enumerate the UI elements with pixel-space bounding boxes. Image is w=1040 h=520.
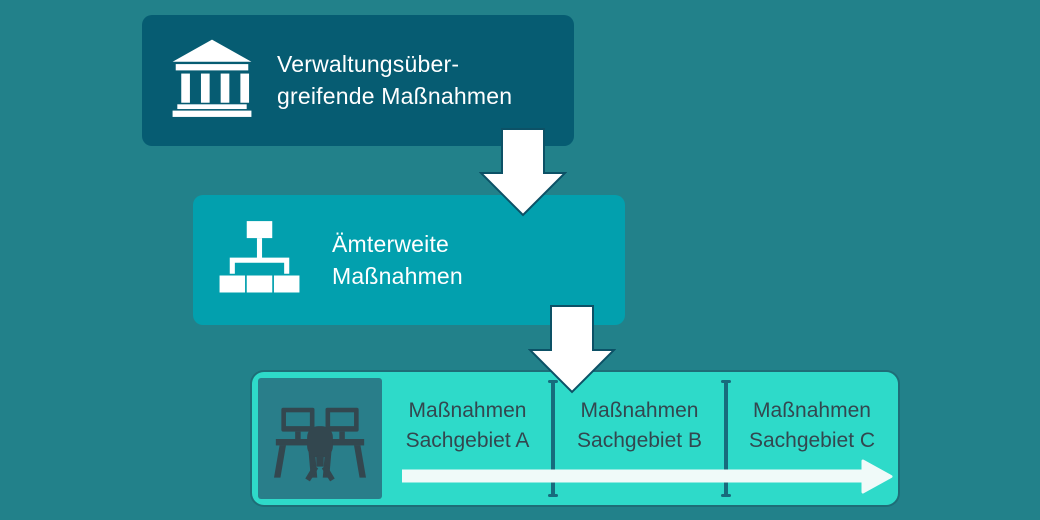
bank-building-icon <box>172 39 252 117</box>
section-cell-b: Maßnahmen Sachgebiet B <box>553 372 726 505</box>
level2-label-line2: Maßnahmen <box>332 263 463 289</box>
org-chart-icon <box>219 221 300 293</box>
level1-label-line1: Verwaltungsüber- <box>277 51 460 77</box>
cell-c-line1: Maßnahmen <box>753 399 871 422</box>
down-arrow-1-icon <box>479 128 567 217</box>
workstation-tile <box>258 378 382 499</box>
section-cell-c: Maßnahmen Sachgebiet C <box>726 372 898 505</box>
level1-box: Verwaltungsüber- greifende Maßnahmen <box>142 15 574 146</box>
cell-a-line2: Sachgebiet A <box>405 429 530 452</box>
timeline-arrow-icon <box>402 459 893 494</box>
cell-b-line2: Sachgebiet B <box>577 429 702 452</box>
level1-label: Verwaltungsüber- greifende Maßnahmen <box>277 48 512 112</box>
desks-workstation-icon <box>274 407 366 481</box>
cell-divider-2 <box>721 380 731 497</box>
down-arrow-2-icon <box>528 305 616 394</box>
level2-box: Ämterweite Maßnahmen <box>193 195 625 325</box>
cell-c-line2: Sachgebiet C <box>748 429 876 452</box>
cell-a-line1: Maßnahmen <box>408 399 527 422</box>
section-cell-a: Maßnahmen Sachgebiet A <box>382 372 553 505</box>
level2-label-line1: Ämterweite <box>332 231 450 257</box>
cell-b-line1: Maßnahmen <box>580 399 699 422</box>
cell-divider-1 <box>548 380 558 497</box>
level2-label: Ämterweite Maßnahmen <box>332 228 463 292</box>
level1-label-line2: greifende Maßnahmen <box>277 83 513 109</box>
level3-box: Maßnahmen Sachgebiet A Maßnahmen Sachgeb… <box>252 372 898 505</box>
